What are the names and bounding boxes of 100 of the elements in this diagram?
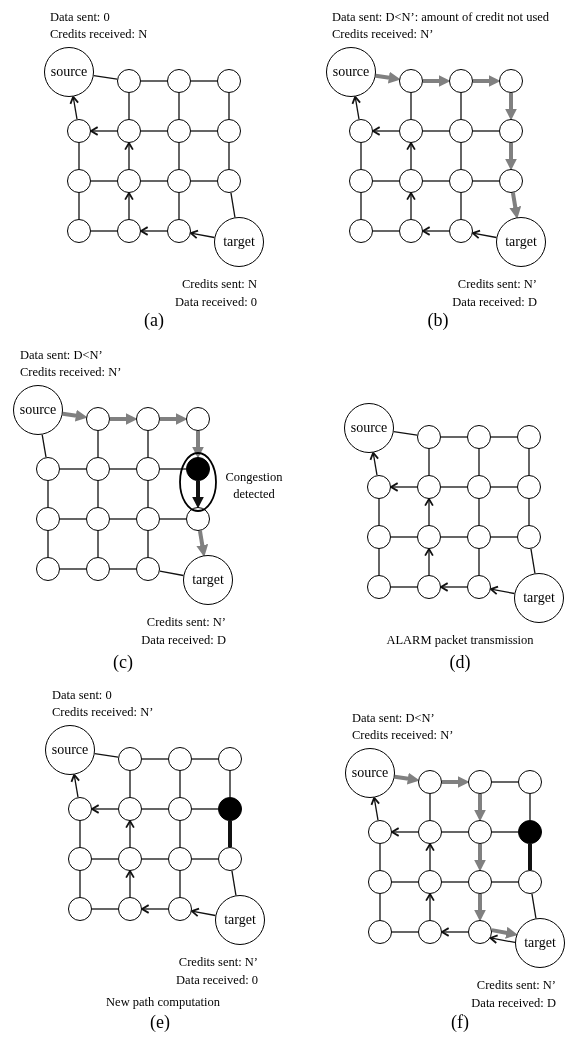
link-line xyxy=(90,180,118,182)
network-node xyxy=(449,69,473,93)
arrow xyxy=(474,794,486,822)
network-node xyxy=(449,119,473,143)
status-text: Credits sent: N’ xyxy=(146,613,226,631)
network-node xyxy=(399,219,423,243)
arrow xyxy=(124,142,134,170)
arrow xyxy=(424,498,434,526)
network-node xyxy=(136,407,160,431)
network-node xyxy=(67,169,91,193)
arrow xyxy=(425,843,435,871)
arrow xyxy=(189,229,216,240)
link-line xyxy=(391,881,419,883)
link-line xyxy=(109,568,137,570)
link-line xyxy=(78,142,80,170)
link-line xyxy=(47,480,49,508)
link-line xyxy=(379,843,381,871)
highlighted-node xyxy=(186,457,210,481)
link-line xyxy=(390,536,418,538)
network-node xyxy=(449,219,473,243)
status-text: Credits received: N’ xyxy=(52,703,154,721)
link-line xyxy=(147,530,149,558)
network-node xyxy=(86,507,110,531)
link-line xyxy=(360,142,362,170)
link-line xyxy=(229,770,231,798)
link-line xyxy=(59,568,87,570)
network-node xyxy=(167,169,191,193)
network-node xyxy=(67,219,91,243)
arrow xyxy=(141,904,169,914)
network-node xyxy=(468,870,492,894)
link-line xyxy=(441,831,469,833)
link-line xyxy=(391,931,419,933)
network-node xyxy=(417,425,441,449)
link-line xyxy=(190,80,218,82)
link-line xyxy=(230,192,236,218)
arrow xyxy=(491,926,518,939)
link-line xyxy=(128,92,130,120)
network-node xyxy=(86,557,110,581)
arrow xyxy=(440,582,468,592)
arrow xyxy=(394,772,420,785)
link-line xyxy=(59,468,87,470)
network-node xyxy=(468,920,492,944)
highlighted-node xyxy=(518,820,542,844)
arrow xyxy=(370,796,380,821)
arrow xyxy=(473,75,501,87)
network-node xyxy=(368,870,392,894)
link-line xyxy=(147,480,149,508)
link-line xyxy=(109,468,137,470)
link-line xyxy=(141,858,169,860)
link-line xyxy=(440,536,468,538)
network-node xyxy=(349,119,373,143)
link-line xyxy=(390,586,418,588)
network-node: source xyxy=(344,403,394,453)
network-node xyxy=(86,457,110,481)
arrow xyxy=(489,934,516,944)
network-node xyxy=(186,407,210,431)
arrow xyxy=(442,776,470,788)
status-text: Data received: D xyxy=(452,293,537,311)
link-line xyxy=(422,180,450,182)
link-line xyxy=(179,820,181,848)
arrow xyxy=(391,827,419,837)
network-node xyxy=(117,69,141,93)
network-node xyxy=(467,575,491,599)
network-node xyxy=(517,475,541,499)
network-node xyxy=(117,219,141,243)
status-text: Data sent: D<N’ xyxy=(20,346,103,364)
network-node xyxy=(217,119,241,143)
arrow xyxy=(70,773,80,798)
network-node xyxy=(167,119,191,143)
link-line xyxy=(428,448,430,476)
network-node xyxy=(417,575,441,599)
link-line xyxy=(441,881,469,883)
network-node xyxy=(68,897,92,921)
status-text: Credits sent: N’ xyxy=(457,275,537,293)
link-line xyxy=(178,192,180,220)
network-node xyxy=(36,457,60,481)
link-line xyxy=(97,480,99,508)
link-line xyxy=(159,518,187,520)
arrow xyxy=(509,192,522,219)
panel-caption: (f) xyxy=(451,1011,469,1033)
link-line xyxy=(141,758,169,760)
link-line xyxy=(490,486,518,488)
link-line xyxy=(140,180,168,182)
link-line xyxy=(422,130,450,132)
network-node: source xyxy=(326,47,376,97)
link-line xyxy=(41,434,47,458)
network-node xyxy=(517,525,541,549)
link-line xyxy=(91,858,119,860)
arrow xyxy=(375,71,401,84)
network-node xyxy=(218,847,242,871)
arrow xyxy=(406,142,416,170)
panel-caption: (a) xyxy=(144,309,164,331)
arrow xyxy=(425,893,435,921)
network-node: target xyxy=(215,895,265,945)
link-line xyxy=(179,770,181,798)
link-line xyxy=(372,230,400,232)
network-node xyxy=(349,219,373,243)
link-line xyxy=(159,468,187,470)
network-node xyxy=(418,870,442,894)
status-text: Data received: D xyxy=(141,631,226,649)
